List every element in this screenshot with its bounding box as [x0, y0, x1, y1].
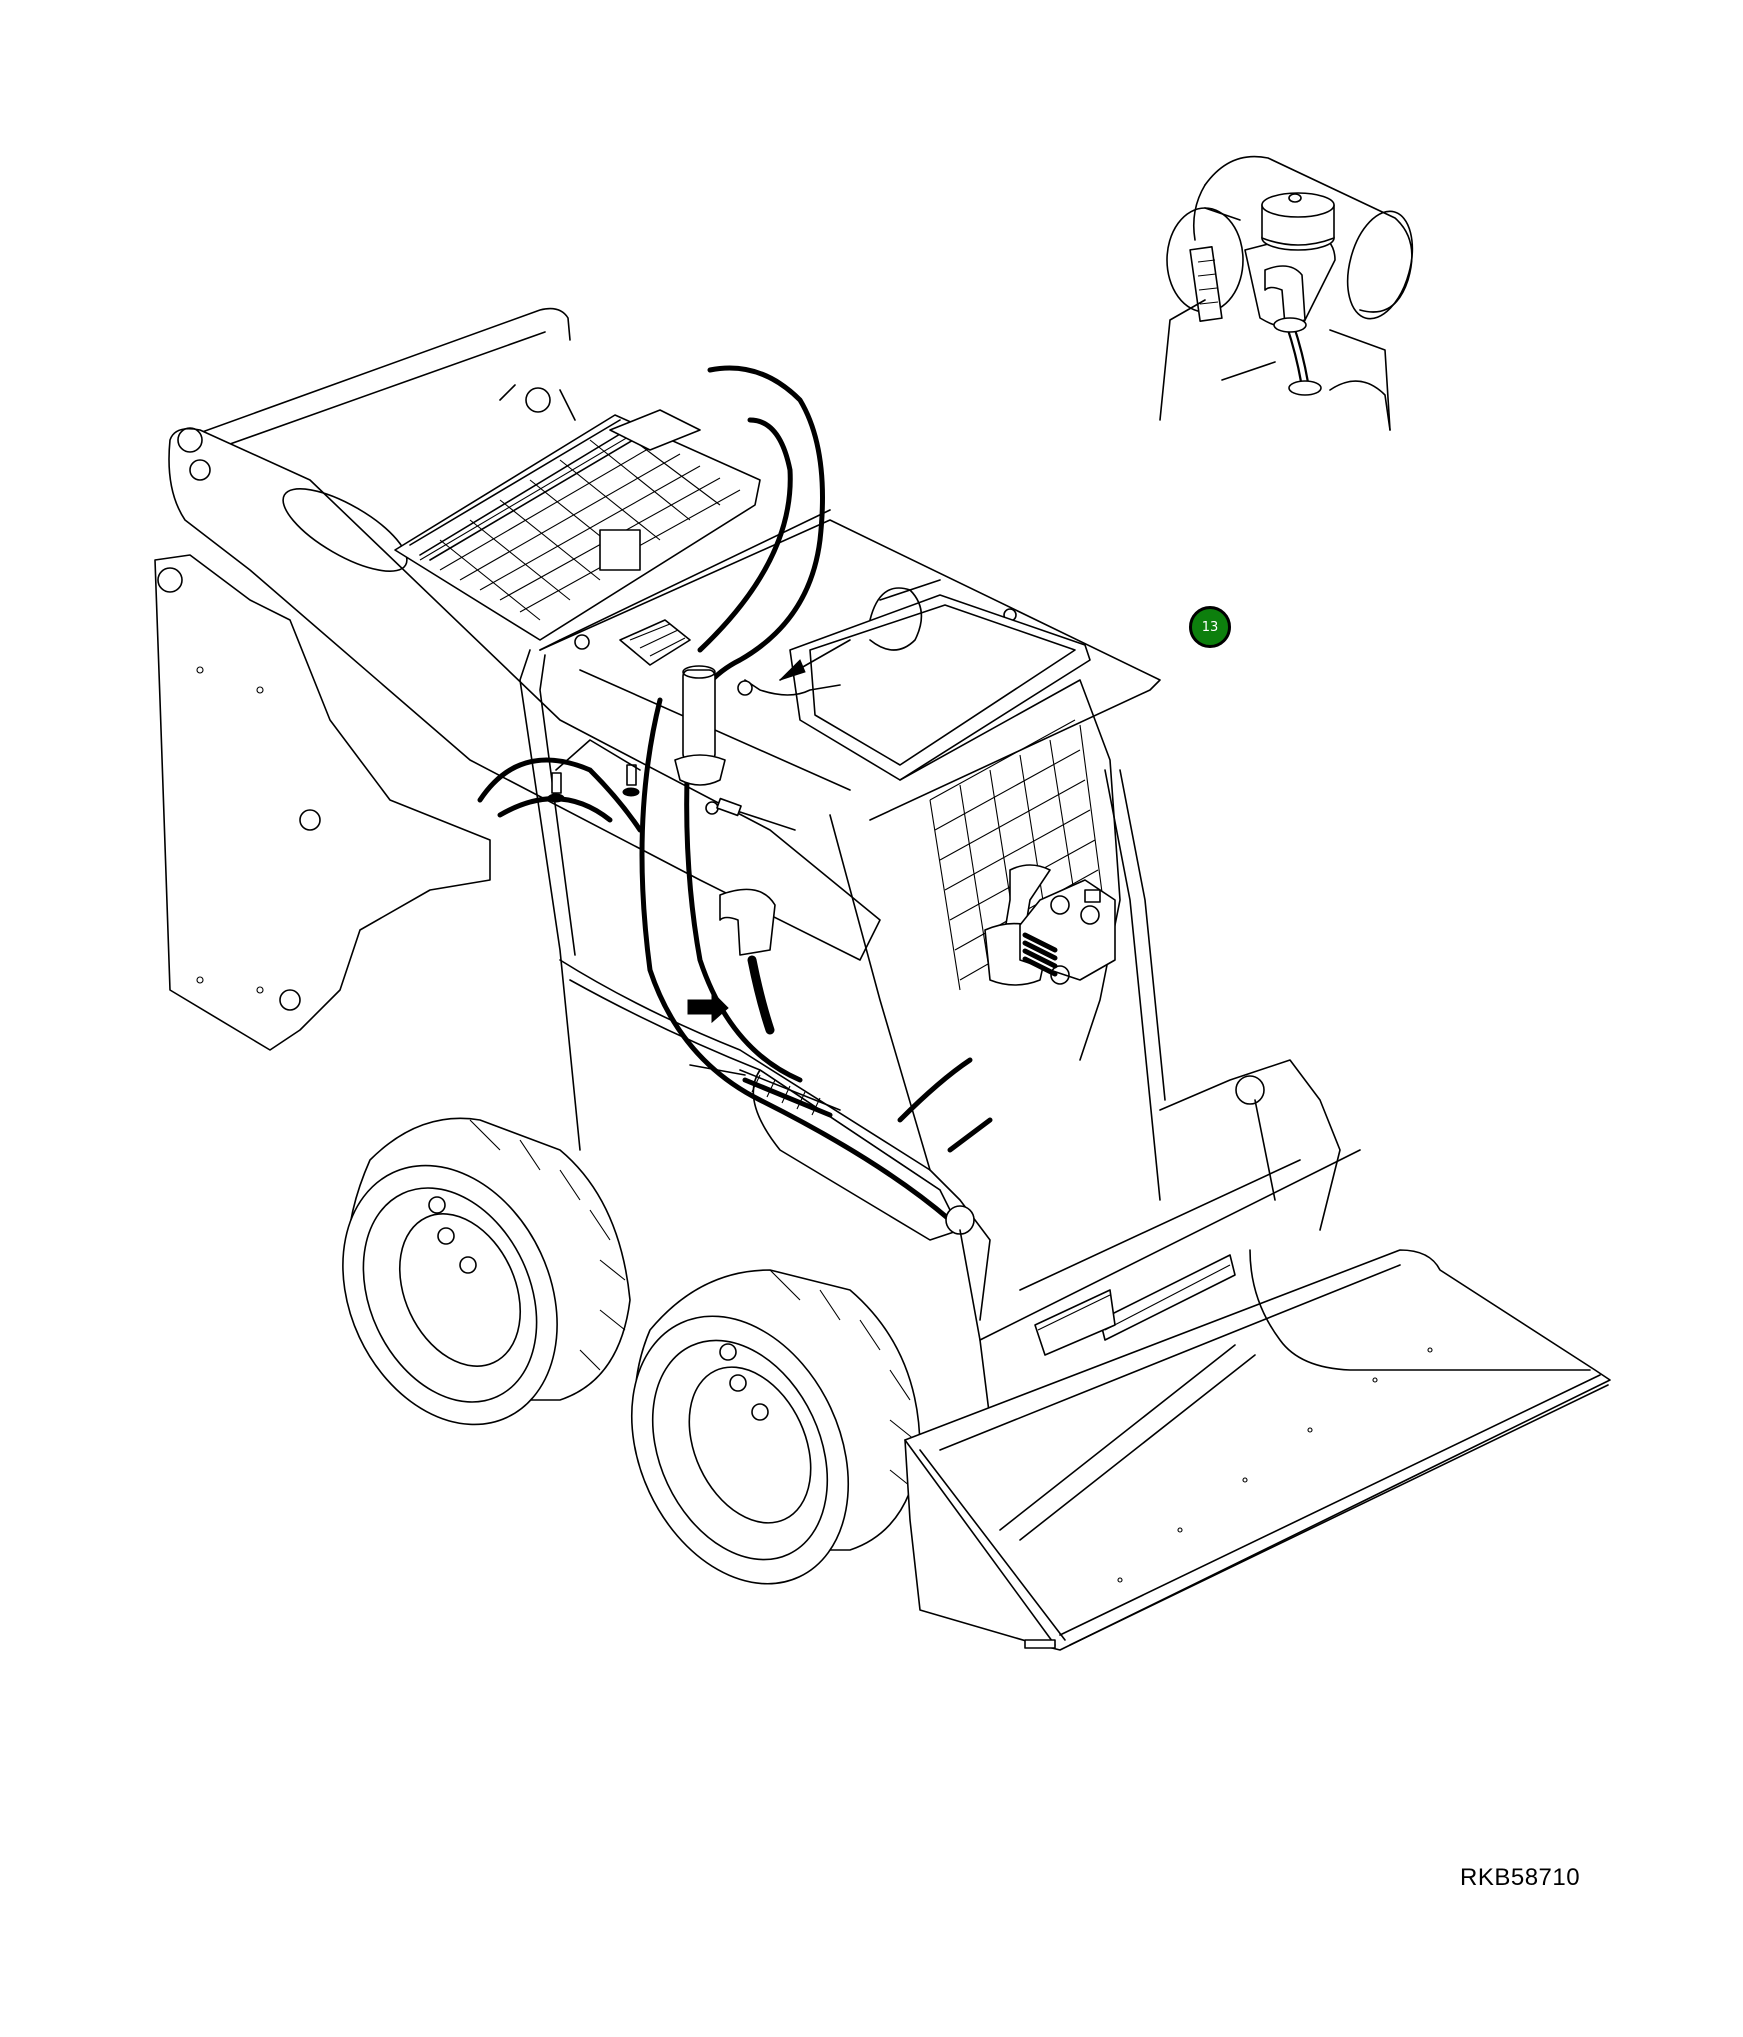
figure-id-label: RKB58710 — [1460, 1864, 1581, 1891]
front-wheel — [630, 1269, 921, 1585]
loader-bucket — [904, 1249, 1611, 1651]
radiator-grille — [394, 409, 761, 641]
fasteners — [547, 739, 796, 831]
valve-block — [1019, 879, 1116, 985]
rear-wheel — [342, 1117, 631, 1426]
inset-air-filter-detail — [1159, 155, 1414, 431]
callout-13[interactable]: 13 — [1189, 606, 1231, 648]
hydraulic-hoses — [477, 365, 993, 1223]
skid-steer-loader — [154, 307, 1361, 1421]
